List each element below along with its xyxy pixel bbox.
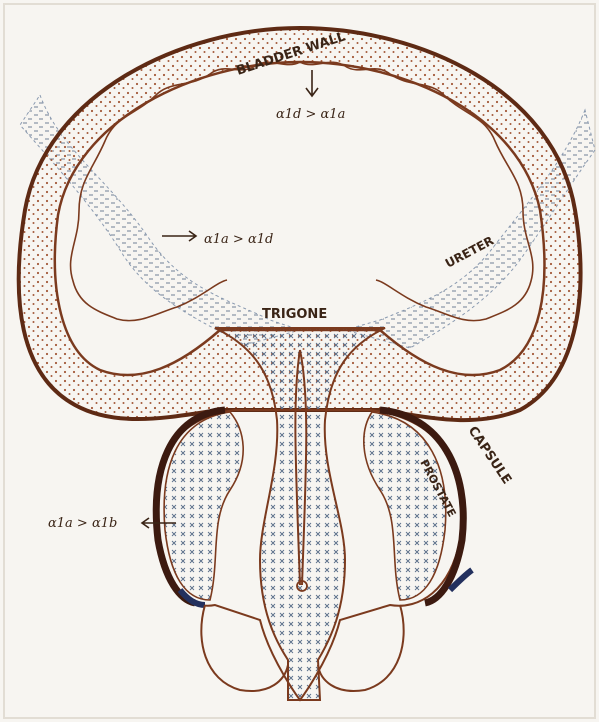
annotation-prostate-region: α1a > α1b	[48, 516, 117, 531]
label-trigone: TRIGONE	[262, 307, 327, 322]
annotation-dome: α1d > α1a	[276, 107, 345, 122]
annotation-ureter-region: α1a > α1d	[204, 232, 273, 247]
